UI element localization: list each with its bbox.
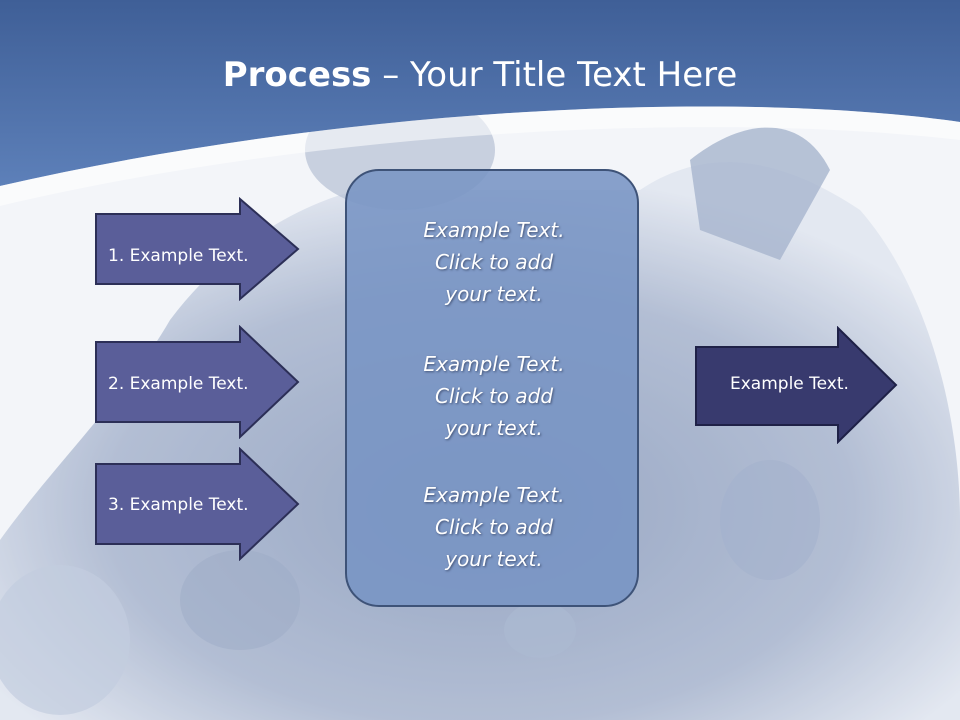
- center-text-box[interactable]: Example Text. Click to add your text. Ex…: [345, 169, 639, 607]
- arrow-1[interactable]: [94, 197, 302, 301]
- center-block-1-line3: your text.: [445, 282, 543, 306]
- center-block-3-line2: Click to add: [434, 515, 554, 539]
- center-block-2-line1: Example Text.: [423, 352, 565, 376]
- slide-title: Process – Your Title Text Here: [0, 50, 960, 100]
- center-block-1-line2: Click to add: [434, 250, 554, 274]
- arrow-right[interactable]: [694, 326, 900, 444]
- arrow-2-label: 2. Example Text.: [108, 374, 249, 394]
- center-block-2-line2: Click to add: [434, 384, 554, 408]
- header-band: [0, 0, 960, 186]
- center-block-1: Example Text. Click to add your text.: [347, 214, 641, 310]
- arrow-3[interactable]: [94, 447, 302, 561]
- arrow-2[interactable]: [94, 325, 302, 439]
- title-rest: – Your Title Text Here: [371, 55, 738, 95]
- center-block-3-line1: Example Text.: [423, 483, 565, 507]
- arrow-right-label: Example Text.: [730, 374, 849, 394]
- arrow-3-label: 3. Example Text.: [108, 495, 249, 515]
- center-block-3-line3: your text.: [445, 547, 543, 571]
- header-swoosh: [0, 106, 960, 206]
- arrow-1-label: 1. Example Text.: [108, 246, 249, 266]
- title-bold: Process: [222, 55, 372, 95]
- center-block-1-line1: Example Text.: [423, 218, 565, 242]
- center-block-2: Example Text. Click to add your text.: [347, 348, 641, 444]
- center-block-3: Example Text. Click to add your text.: [347, 479, 641, 575]
- center-block-2-line3: your text.: [445, 416, 543, 440]
